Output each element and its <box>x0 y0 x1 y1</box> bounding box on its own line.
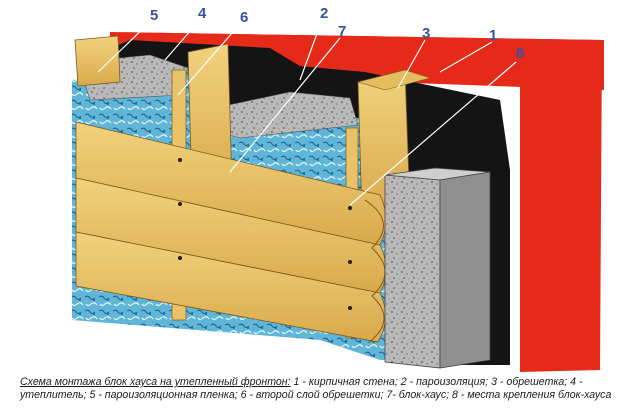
callout-3: 3 <box>422 25 430 42</box>
fastening-point <box>178 158 182 162</box>
callout-7: 7 <box>338 23 346 40</box>
leader-lines <box>97 19 517 206</box>
diagram-caption: Схема монтажа блок хауса на утепленный ф… <box>20 376 620 402</box>
batten-right-top <box>356 69 432 91</box>
batten-left <box>74 35 121 87</box>
callout-6: 6 <box>240 9 248 26</box>
callout-5: 5 <box>150 7 158 24</box>
callout-2: 2 <box>320 5 328 22</box>
fastening-point <box>178 256 182 260</box>
callout-4: 4 <box>198 5 207 22</box>
block-house-boards <box>75 121 387 344</box>
fastening-points <box>178 158 352 310</box>
caption-title: Схема монтажа блок хауса на утепленный ф… <box>20 376 291 388</box>
installation-diagram: 5 4 6 2 7 3 1 8 <box>72 5 604 372</box>
callout-8: 8 <box>516 45 524 62</box>
caption-legend: 1 - кирпичная стена; 2 - пароизоляция; 3… <box>20 376 612 401</box>
fastening-point <box>348 306 352 310</box>
fastening-point <box>178 202 182 206</box>
fastening-point <box>348 260 352 264</box>
callout-1: 1 <box>489 27 497 44</box>
insulation-block-right-side <box>439 171 491 369</box>
fastening-point <box>348 206 352 210</box>
insulation-block-right-front <box>384 174 441 369</box>
